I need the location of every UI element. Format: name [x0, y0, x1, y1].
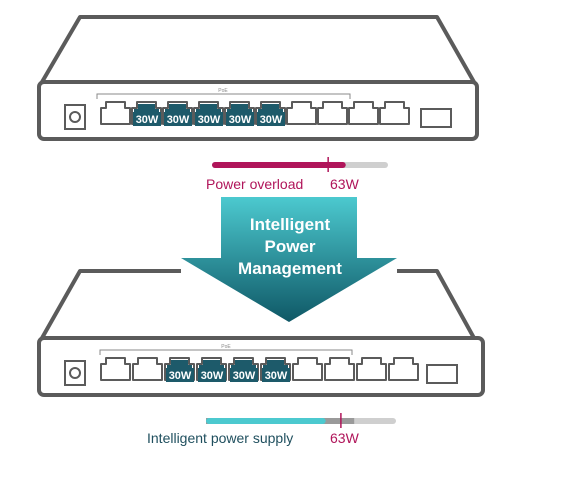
bottom-bar-fill	[206, 418, 326, 424]
top-port-power-label: 30W	[260, 114, 283, 126]
poe-bracket	[96, 93, 351, 99]
bottom-port-power-badge	[198, 368, 226, 382]
arrow-line-2: Power	[264, 237, 315, 256]
bottom-switch: PoE 30W 30W 30W 30W	[37, 269, 485, 397]
bottom-port-power-label: 30W	[233, 370, 256, 382]
bottom-port-power-badge	[230, 368, 258, 382]
intelligent-power-management-arrow: Intelligent Power Management	[181, 197, 397, 322]
top-ethernet-port	[286, 101, 317, 125]
top-power-value: 63W	[330, 176, 360, 192]
intelligent-power-supply-label: Intelligent power supply	[147, 430, 293, 446]
top-active-port-jack	[134, 104, 159, 114]
poe-bracket	[99, 349, 353, 355]
bottom-port-power-label: 30W	[265, 370, 288, 382]
bottom-switch-lid	[40, 269, 476, 339]
bottom-port-power-badge	[262, 368, 290, 382]
poe-label: PoE	[221, 344, 231, 350]
top-port-power-badge	[195, 112, 223, 126]
bottom-ethernet-port	[292, 357, 323, 381]
arrow-line-1: Intelligent	[250, 215, 331, 234]
top-ethernet-port	[317, 101, 348, 125]
top-active-port-jack	[227, 104, 252, 114]
top-port-power-badge	[257, 112, 285, 126]
top-port-power-badge	[226, 112, 254, 126]
power-jack-icon	[64, 104, 86, 130]
top-active-port-jack	[258, 104, 283, 114]
top-port-row: 30W 30W 30W 30W 30W	[100, 101, 410, 126]
bottom-port-power-label: 30W	[201, 370, 224, 382]
top-power-meter	[212, 157, 388, 172]
bottom-ethernet-port	[100, 357, 131, 381]
top-port-power-badge	[164, 112, 192, 126]
bottom-active-port-jack	[199, 360, 224, 370]
power-jack-icon	[64, 360, 86, 386]
sfp-port	[420, 108, 452, 128]
bottom-ethernet-port	[132, 357, 163, 381]
sfp-port	[426, 364, 458, 384]
bottom-active-port-jack	[263, 360, 288, 370]
bottom-ethernet-port	[356, 357, 387, 381]
top-port-power-label: 30W	[136, 114, 159, 126]
bottom-power-value: 63W	[330, 430, 360, 446]
top-ethernet-port	[348, 101, 379, 125]
power-overload-label: Power overload	[206, 176, 303, 192]
top-active-port-jack	[196, 104, 221, 114]
top-port-power-label: 30W	[229, 114, 252, 126]
arrow-line-3: Management	[238, 259, 342, 278]
bottom-ethernet-port	[388, 357, 419, 381]
bottom-ethernet-port	[324, 357, 355, 381]
bottom-active-port-jack	[231, 360, 256, 370]
bottom-port-power-label: 30W	[169, 370, 192, 382]
top-ethernet-port	[379, 101, 410, 125]
top-switch: PoE 30W 30W 30W 30W 30W	[37, 15, 479, 141]
top-switch-lid	[40, 15, 476, 84]
top-bar-fill	[212, 162, 346, 168]
top-ethernet-port	[100, 101, 131, 125]
bottom-port-row: 30W 30W 30W 30W	[100, 357, 419, 382]
top-port-power-badge	[133, 112, 161, 126]
top-port-power-label: 30W	[198, 114, 221, 126]
bottom-active-port-jack	[167, 360, 192, 370]
arrow-shape	[181, 197, 397, 322]
top-active-port-jack	[165, 104, 190, 114]
bottom-port-power-badge	[166, 368, 194, 382]
bottom-power-meter	[206, 413, 396, 428]
poe-label: PoE	[218, 88, 228, 94]
top-port-power-label: 30W	[167, 114, 190, 126]
